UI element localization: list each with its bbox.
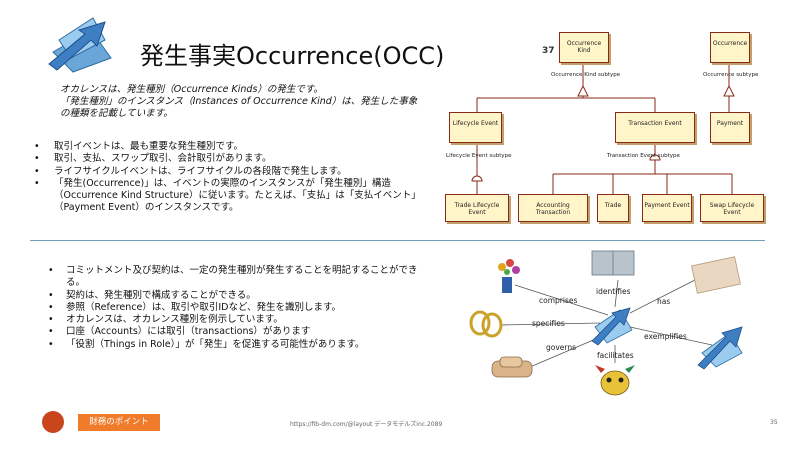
uml-box-occurrence[interactable]: Occurrence (710, 32, 750, 63)
uml-box-transaction-event[interactable]: Transaction Event (615, 112, 695, 143)
intro-line-1: オカレンスは、発生種別（Occurrence Kinds）の発生です。 (60, 84, 323, 95)
diagram-marker: 37 (542, 46, 555, 56)
uml-connectors (471, 62, 735, 194)
bullet-item: ライフサイクルイベントは、ライフサイクルの各段階で発生します。 (30, 166, 440, 179)
uml-label-occurrence-subtype: Occurrence subtype (703, 72, 759, 78)
uml-label-lifecycle-subtype: Lifecycle Event subtype (446, 153, 512, 159)
page-title: 発生事実Occurrence(OCC) (140, 42, 445, 70)
uml-box-trade[interactable]: Trade (597, 194, 629, 222)
envelope-arrow-icon-small (697, 326, 743, 370)
uml-box-accounting-transaction[interactable]: Accounting Transaction (518, 194, 588, 222)
flowers-icon (498, 259, 520, 293)
concept-label-identifies: identifies (596, 287, 631, 296)
bullet-list-top: 取引イベントは、最も重要な発生種別です。 取引、支払、スワップ取引、会計取引があ… (30, 141, 440, 215)
concept-label-has: has (657, 297, 671, 306)
uml-box-lifecycle-event[interactable]: Lifecycle Event (449, 112, 502, 143)
uml-box-label: Payment (716, 120, 744, 127)
bullet-item: 「発生(Occurrence)」は、イベントの実際のインスタンスが「発生種別」構… (30, 178, 440, 215)
uml-box-trade-lifecycle-event[interactable]: Trade Lifecycle Event (445, 194, 509, 222)
uml-box-label: Occurrence (712, 40, 748, 47)
concept-label-comprises: comprises (539, 296, 578, 305)
uml-label-occurrence-kind-subtype: Occurrence Kind subtype (551, 72, 621, 78)
bullet-item: 取引イベントは、最も重要な発生種別です。 (30, 141, 440, 154)
uml-box-label: Payment Event (644, 202, 690, 209)
rings-icon (469, 310, 503, 338)
bullet-list-bottom: コミットメント及び契約は、一定の発生種別が発生することを明記することができる。 … (46, 265, 426, 351)
footer-badge[interactable]: 財務のポイント (78, 414, 160, 431)
uml-box-swap-lifecycle-event[interactable]: Swap Lifecycle Event (700, 194, 764, 222)
concept-label-specifies: specifies (532, 319, 565, 328)
concept-map (469, 250, 743, 396)
concept-label-facilitates: facilitates (597, 351, 634, 360)
center-envelope-icon (591, 307, 633, 346)
mask-icon (595, 365, 635, 396)
footer-url: https://fib-dm.com/@layout データモデルズinc.20… (290, 421, 443, 428)
uml-box-label: Occurrence Kind (566, 40, 602, 54)
page-number: 35 (770, 419, 778, 426)
section-divider (30, 240, 765, 241)
intro-text: オカレンスは、発生種別（Occurrence Kinds）の発生です。 「発生種… (60, 84, 450, 120)
uml-box-label: Accounting Transaction (535, 202, 571, 216)
uml-box-label: Transaction Event (628, 120, 682, 127)
book-icon (591, 250, 635, 276)
envelope-arrow-icon (48, 17, 112, 73)
document-icon (691, 256, 741, 294)
bullet-item: 「役割（Things in Role）」が「発生」を促進する可能性があります。 (46, 339, 426, 352)
uml-box-payment-event[interactable]: Payment Event (642, 194, 692, 222)
uml-box-label: Swap Lifecycle Event (709, 202, 755, 216)
handshake-icon (491, 356, 533, 378)
uml-box-label: Trade (604, 202, 622, 209)
avatar (42, 411, 64, 433)
bullet-item: オカレンスは、オカレンス種別を例示しています。 (46, 314, 426, 327)
concept-label-governs: governs (546, 343, 577, 352)
uml-box-label: Lifecycle Event (452, 120, 499, 127)
bullet-item: 取引、支払、スワップ取引、会計取引があります。 (30, 153, 440, 166)
uml-box-label: Trade Lifecycle Event (454, 202, 500, 216)
bullet-item: 参照（Reference）は、取引や取引IDなど、発生を識別します。 (46, 302, 426, 315)
bullet-item: 契約は、発生種別で構成することができる。 (46, 290, 426, 303)
uml-box-payment[interactable]: Payment (710, 112, 750, 143)
uml-box-occurrence-kind[interactable]: Occurrence Kind (559, 32, 609, 63)
intro-line-2: 「発生種別」のインスタンス（Instances of Occurrence Ki… (60, 96, 418, 107)
intro-line-3: の種類を記載しています。 (60, 108, 173, 119)
uml-label-transaction-subtype: Transaction Event subtype (607, 153, 680, 159)
bullet-item: コミットメント及び契約は、一定の発生種別が発生することを明記することができる。 (46, 265, 426, 290)
concept-label-exemplifies: exemplifies (644, 332, 687, 341)
bullet-item: 口座（Accounts）には取引（transactions）があります (46, 326, 426, 339)
